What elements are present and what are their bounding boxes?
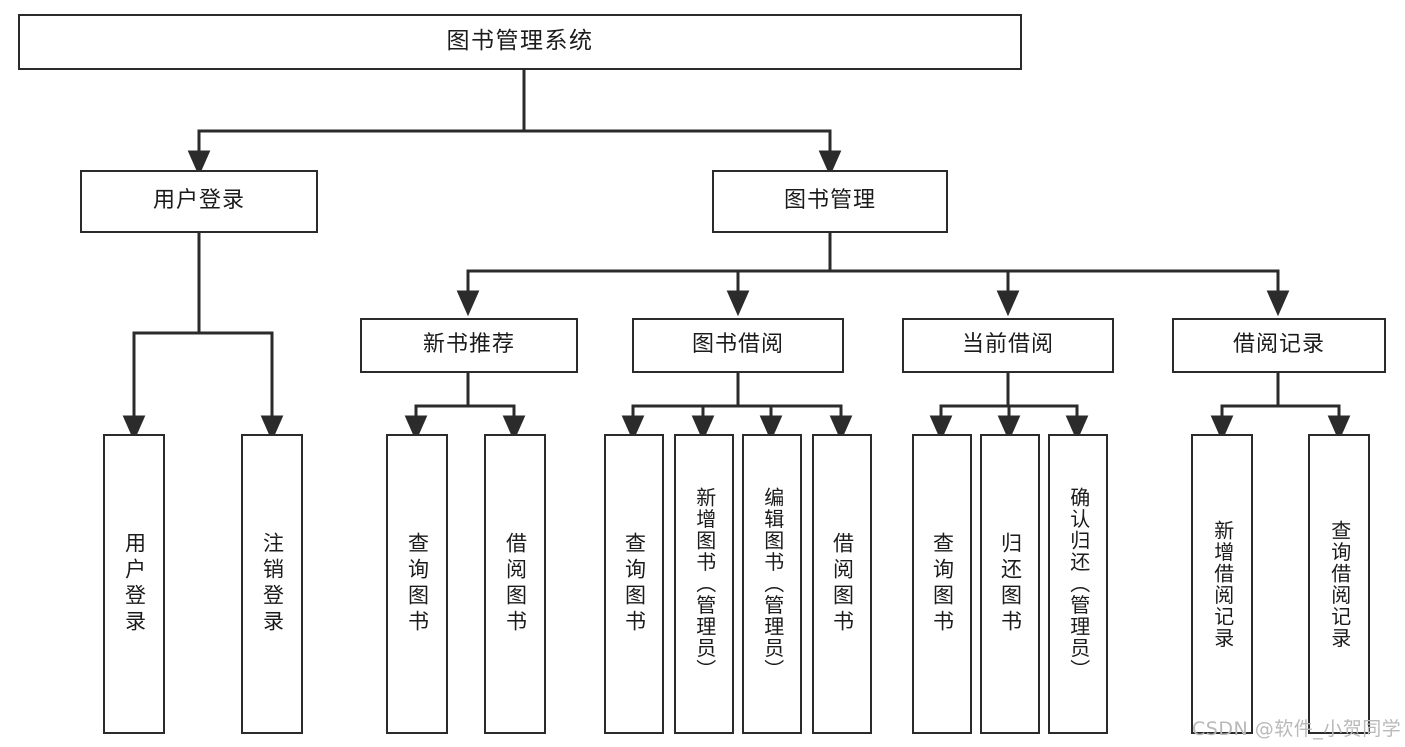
- node-root-system-label: 图书管理系统: [446, 28, 594, 55]
- leaf-current-borrow-3[interactable]: 确认归还（管理员）: [1048, 434, 1108, 734]
- leaf-borrow-record-1-label: 新增借阅记录: [1210, 519, 1235, 649]
- node-borrow-record-label: 借阅记录: [1232, 332, 1325, 358]
- node-user-login-label: 用户登录: [152, 188, 245, 214]
- node-current-borrow-label: 当前借阅: [961, 332, 1054, 358]
- leaf-new-book-2[interactable]: 借阅图书: [484, 434, 546, 734]
- leaf-new-book-1-label: 查询图书: [405, 532, 430, 636]
- leaf-borrow-record-2[interactable]: 查询借阅记录: [1308, 434, 1370, 734]
- leaf-book-borrow-4-label: 借阅图书: [830, 532, 855, 636]
- node-book-management[interactable]: 图书管理: [712, 170, 948, 233]
- node-book-borrow-label: 图书借阅: [691, 332, 784, 358]
- node-user-login[interactable]: 用户登录: [80, 170, 318, 233]
- node-book-management-label: 图书管理: [783, 188, 876, 214]
- leaf-book-borrow-1-label: 查询图书: [622, 532, 647, 636]
- node-current-borrow[interactable]: 当前借阅: [902, 318, 1114, 373]
- leaf-borrow-record-2-label: 查询借阅记录: [1327, 519, 1352, 649]
- leaf-user-login-2[interactable]: 注销登录: [241, 434, 303, 734]
- leaf-book-borrow-3-label: 编辑图书（管理员）: [760, 487, 785, 681]
- leaf-current-borrow-2[interactable]: 归还图书: [980, 434, 1040, 734]
- node-new-book-recommend-label: 新书推荐: [422, 332, 515, 358]
- leaf-borrow-record-1[interactable]: 新增借阅记录: [1191, 434, 1253, 734]
- leaf-current-borrow-1-label: 查询图书: [930, 532, 955, 636]
- leaf-current-borrow-2-label: 归还图书: [998, 532, 1023, 636]
- node-root-system[interactable]: 图书管理系统: [18, 14, 1022, 70]
- node-borrow-record[interactable]: 借阅记录: [1172, 318, 1386, 373]
- leaf-user-login-1-label: 用户登录: [122, 532, 147, 636]
- leaf-book-borrow-4[interactable]: 借阅图书: [812, 434, 872, 734]
- node-new-book-recommend[interactable]: 新书推荐: [360, 318, 578, 373]
- leaf-new-book-2-label: 借阅图书: [503, 532, 528, 636]
- leaf-current-borrow-3-label: 确认归还（管理员）: [1066, 487, 1091, 681]
- leaf-current-borrow-1[interactable]: 查询图书: [912, 434, 972, 734]
- leaf-book-borrow-2-label: 新增图书（管理员）: [692, 487, 717, 681]
- leaf-book-borrow-1[interactable]: 查询图书: [604, 434, 664, 734]
- leaf-new-book-1[interactable]: 查询图书: [386, 434, 448, 734]
- node-book-borrow[interactable]: 图书借阅: [632, 318, 844, 373]
- leaf-book-borrow-2[interactable]: 新增图书（管理员）: [674, 434, 734, 734]
- leaf-user-login-2-label: 注销登录: [260, 532, 285, 636]
- leaf-user-login-1[interactable]: 用户登录: [103, 434, 165, 734]
- leaf-book-borrow-3[interactable]: 编辑图书（管理员）: [742, 434, 802, 734]
